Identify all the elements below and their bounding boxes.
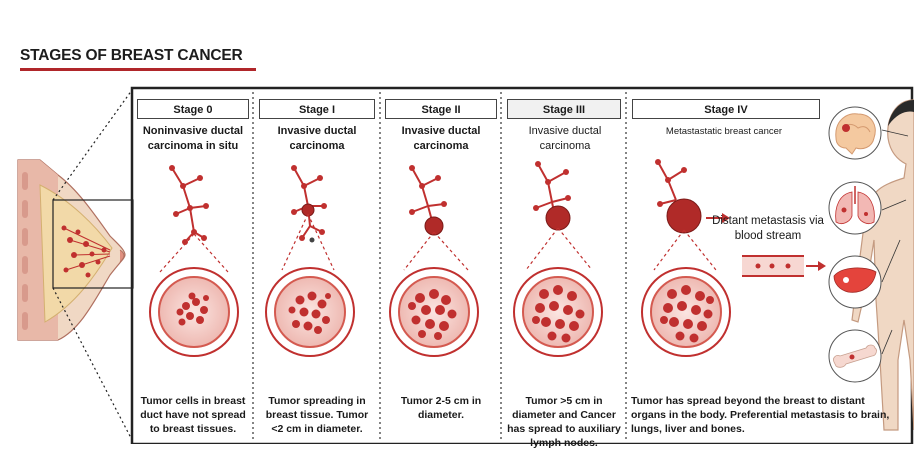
stage-0-subtitle: Noninvasive ductal carcinoma in situ [140,124,246,154]
stage-2-duct [409,165,447,235]
stage-4-subtitle: Metastastatic breast cancer [634,124,814,139]
brain-icon [829,107,881,159]
stage-0-label: Stage 0 [137,99,249,119]
stage-2-description: Tumor 2-5 cm in diameter. [386,394,496,422]
breast-anatomy-illustration [18,160,133,340]
stage-4-duct [655,159,701,233]
metastasis-label: Distant metastasis via blood stream [708,214,828,244]
cross-section-stage-1 [266,268,354,356]
stage-4-label: Stage IV [632,99,820,119]
stage-0-description: Tumor cells in breast duct have not spre… [136,394,250,436]
stage-1-duct [291,165,327,243]
lungs-icon [829,182,881,234]
stage-1-label: Stage I [259,99,375,119]
stage-3-label: Stage III [507,99,621,119]
stage-1-subtitle: Invasive ductal carcinoma [262,124,372,154]
stage-2-subtitle: Invasive ductal carcinoma [388,124,494,154]
liver-icon [829,256,881,308]
cross-section-stage-2 [390,268,478,356]
stage-1-description: Tumor spreading in breast tissue. Tumor … [259,394,375,436]
stage-2-label: Stage II [385,99,497,119]
cross-section-stage-3 [514,268,602,356]
bone-icon [829,330,881,382]
cross-section-stage-0 [150,268,238,356]
stage-3-duct [533,161,571,230]
stage-3-subtitle: Invasive ductal carcinoma [512,124,618,154]
blood-vessel-icon [742,256,804,276]
stage-0-duct [169,165,209,245]
stage-4-description: Tumor has spread beyond the breast to di… [631,394,893,436]
cross-section-stage-4 [642,268,730,356]
stage-3-description: Tumor >5 cm in diameter and Cancer has s… [504,394,624,450]
